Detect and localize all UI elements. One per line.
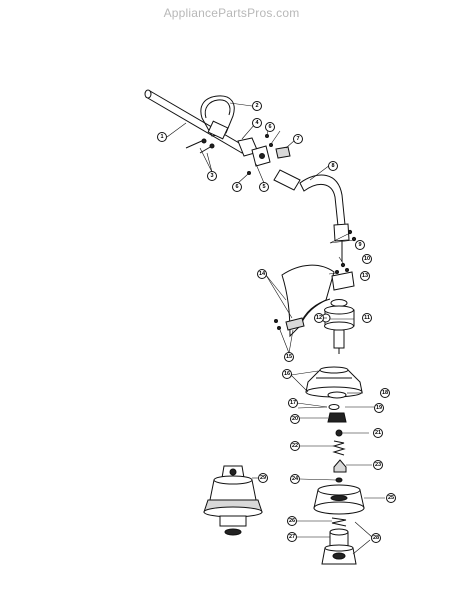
callout-7: 7 <box>296 136 299 142</box>
callout-13: 13 <box>362 273 368 279</box>
callout-labels: 1 2 3 4 5 6 6 7 8 9 10 13 14 15 11 12 16… <box>157 101 396 543</box>
spring <box>332 440 346 456</box>
gearhead <box>321 268 355 354</box>
callout-6-upper: 6 <box>268 124 271 130</box>
trimmer-spool <box>313 484 365 515</box>
watermark-text: AppliancePartsPros.com <box>163 6 300 20</box>
callout-10: 10 <box>364 256 370 262</box>
bump-cap <box>321 544 357 565</box>
callout-19: 19 <box>376 405 382 411</box>
callout-25: 25 <box>388 495 394 501</box>
callout-4: 4 <box>255 120 259 126</box>
upper-tube <box>273 169 301 191</box>
spring-seat <box>327 412 347 437</box>
handle-clamp-bolts <box>185 138 215 154</box>
callout-16: 16 <box>284 371 290 377</box>
callout-3: 3 <box>210 173 213 179</box>
callout-14: 14 <box>259 271 266 277</box>
leader-lines <box>166 102 385 555</box>
callout-27: 27 <box>289 534 295 540</box>
washer-and-seal <box>327 391 347 410</box>
bent-shaft <box>299 174 357 268</box>
callout-18: 18 <box>382 390 388 396</box>
callout-24: 24 <box>292 476 299 482</box>
callout-11: 11 <box>364 315 370 321</box>
assembled-trimmer-head <box>203 465 263 536</box>
callout-21: 21 <box>375 430 381 436</box>
callout-20: 20 <box>292 416 298 422</box>
callout-2: 2 <box>255 103 258 109</box>
callout-9: 9 <box>358 242 361 248</box>
callout-6-lower: 6 <box>235 184 238 190</box>
callout-5: 5 <box>262 184 265 190</box>
loop-handle <box>200 95 235 140</box>
callout-12: 12 <box>316 315 322 321</box>
bump-knob <box>333 459 347 483</box>
callout-26: 26 <box>289 518 295 524</box>
callout-17: 17 <box>290 400 296 406</box>
debris-guard <box>274 264 335 338</box>
callout-22: 22 <box>292 443 298 449</box>
callout-8: 8 <box>331 163 334 169</box>
callout-29: 29 <box>260 475 266 481</box>
callout-23: 23 <box>375 462 381 468</box>
callout-15: 15 <box>286 354 292 360</box>
coupler <box>237 137 271 167</box>
spool-spring <box>329 517 349 547</box>
callout-28: 28 <box>373 535 379 541</box>
callout-1: 1 <box>160 134 163 140</box>
